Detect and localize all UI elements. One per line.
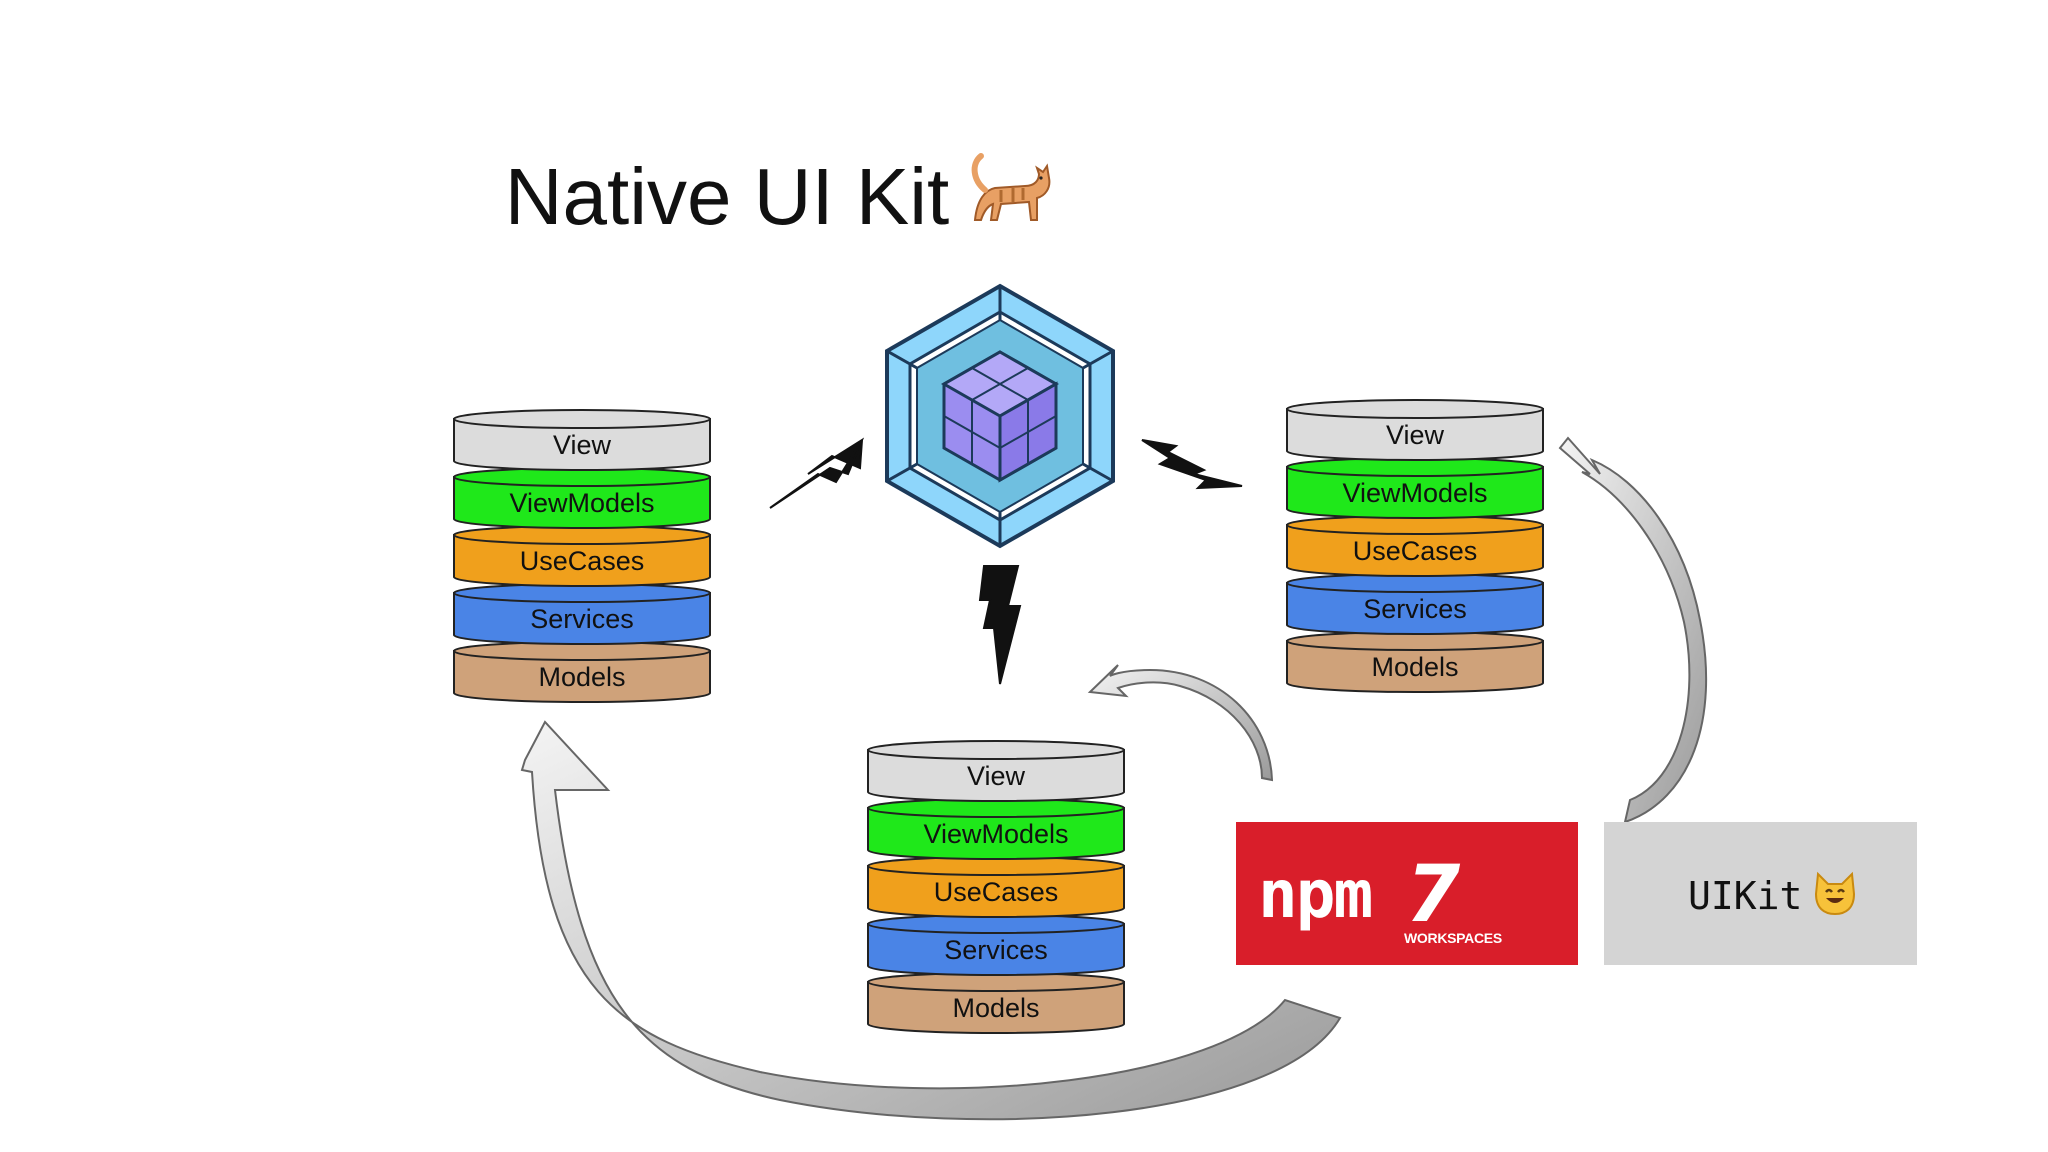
stack-layer-body xyxy=(453,592,711,645)
stack-layer-body xyxy=(453,650,711,703)
stack-layer-body xyxy=(1286,466,1544,519)
stack-layer-body xyxy=(1286,524,1544,577)
stack-layer-label: View xyxy=(967,761,1026,791)
stack-layer-view: View xyxy=(453,409,711,471)
stack-layer-body xyxy=(1286,408,1544,461)
arrow-uikit-to-right-stack xyxy=(1558,436,1708,824)
smiling-cat-emoji xyxy=(1814,871,1856,916)
lightning-bolt-left-icon xyxy=(769,437,865,509)
stack-layer-body xyxy=(867,923,1125,976)
stack-layer-body xyxy=(1286,640,1544,693)
uikit-box: UIKit xyxy=(1604,822,1917,965)
arrow-npm-to-left-stack xyxy=(520,720,1342,1121)
cat-emoji xyxy=(971,153,1051,221)
stack-layer-services: Services xyxy=(1286,573,1544,635)
stack-layer-body xyxy=(1286,582,1544,635)
stack-layer-label: UseCases xyxy=(520,546,645,576)
stack-layer-services: Services xyxy=(453,583,711,645)
arrow-npm-to-bottom-stack xyxy=(1087,664,1274,782)
stack-layer-top xyxy=(453,409,711,429)
stack-layer-label: UseCases xyxy=(1353,536,1478,566)
stack-layer-top xyxy=(1286,399,1544,419)
stack-layer-models: Models xyxy=(1286,631,1544,693)
stack-layer-body xyxy=(867,807,1125,860)
stack-layer-services: Services xyxy=(867,914,1125,976)
stack-layer-label: Models xyxy=(538,662,625,692)
stack-layer-label: UseCases xyxy=(934,877,1059,907)
stack-layer-viewmodels: ViewModels xyxy=(1286,457,1544,519)
stack-layer-body xyxy=(453,418,711,471)
npm-version: 7 xyxy=(1406,850,1461,940)
stack-layer-label: ViewModels xyxy=(509,488,654,518)
stack-layer-usecases: UseCases xyxy=(1286,515,1544,577)
stack-layer-body xyxy=(453,534,711,587)
stack-right: Models Services UseCases ViewModels View xyxy=(1286,399,1544,693)
stack-layer-body xyxy=(867,981,1125,1034)
stack-bottom: Models Services UseCases ViewModels View xyxy=(867,740,1125,1034)
stack-layer-models: Models xyxy=(453,641,711,703)
stack-layer-viewmodels: ViewModels xyxy=(867,798,1125,860)
stack-left: Models Services UseCases ViewModels View xyxy=(453,409,711,703)
webpack-cube-icon xyxy=(885,283,1115,549)
stack-layer-usecases: UseCases xyxy=(867,856,1125,918)
stack-layer-body xyxy=(867,865,1125,918)
stack-layer-view: View xyxy=(1286,399,1544,461)
stack-layer-label: View xyxy=(1386,420,1445,450)
stack-layer-label: Services xyxy=(1363,594,1467,624)
stack-layer-body xyxy=(867,749,1125,802)
npm-subtitle: WORKSPACES xyxy=(1404,930,1502,946)
page-title-text: Native UI Kit xyxy=(504,152,950,241)
npm-logo-text: npm xyxy=(1258,856,1373,933)
stack-layer-label: View xyxy=(553,430,612,460)
stack-layer-usecases: UseCases xyxy=(453,525,711,587)
lightning-bolts xyxy=(769,437,1243,685)
uikit-label: UIKit xyxy=(1688,874,1803,918)
stack-layer-label: Services xyxy=(530,604,634,634)
lightning-bolt-bottom-icon xyxy=(978,565,1022,685)
stack-layer-label: ViewModels xyxy=(923,819,1068,849)
stack-layer-viewmodels: ViewModels xyxy=(453,467,711,529)
stack-layer-label: ViewModels xyxy=(1342,478,1487,508)
stack-layer-label: Models xyxy=(1371,652,1458,682)
stack-layer-top xyxy=(867,740,1125,760)
stack-layer-view: View xyxy=(867,740,1125,802)
stack-layer-label: Models xyxy=(952,993,1039,1023)
lightning-bolt-right-icon xyxy=(1141,439,1243,490)
curved-arrows xyxy=(520,436,1708,1121)
stack-layer-models: Models xyxy=(867,972,1125,1034)
stack-layer-body xyxy=(453,476,711,529)
stack-layer-label: Services xyxy=(944,935,1048,965)
page-title: Native UI Kit xyxy=(0,150,1560,243)
npm-workspaces-logo: npm 7 WORKSPACES xyxy=(1236,822,1578,965)
